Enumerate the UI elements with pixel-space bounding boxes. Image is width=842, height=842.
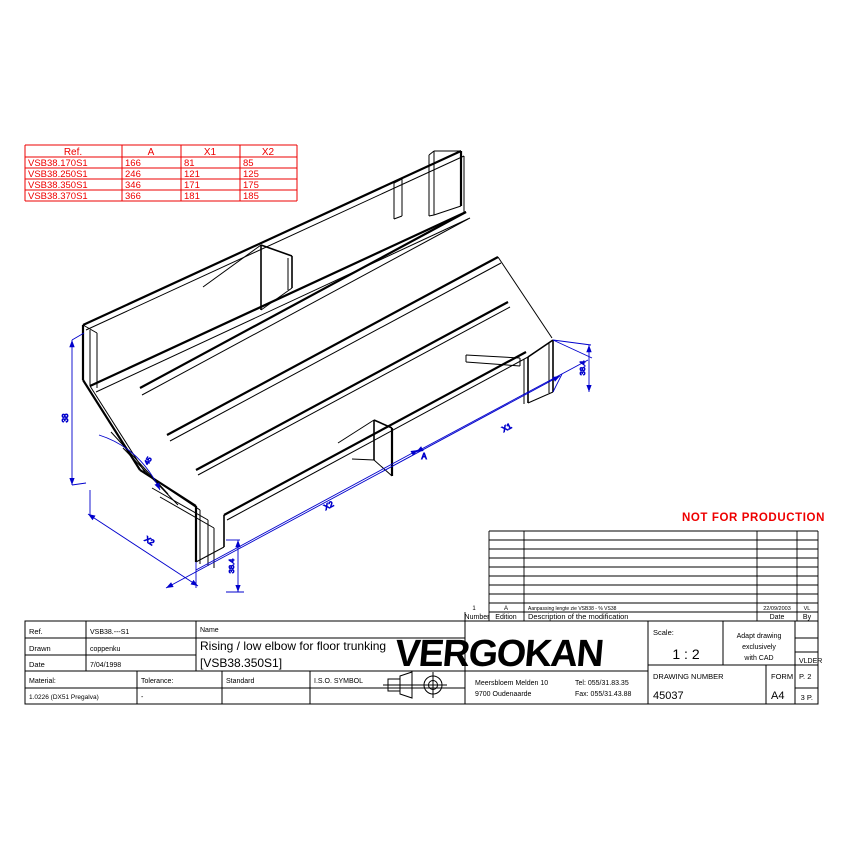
ref-table-header-x1: X1: [204, 147, 217, 158]
telephone: Tel: 055/31.83.35: [575, 680, 629, 687]
revision-by: VL: [804, 606, 811, 612]
ref-table-header-a: A: [148, 147, 155, 158]
rear-internal-divider: [393, 178, 403, 220]
form-label: FORM: [771, 672, 793, 681]
far-wall-left-end: [82, 324, 98, 388]
fax: Fax: 055/31.43.88: [575, 691, 632, 698]
title-block: [24, 620, 819, 705]
table-row: VSB38.350S1 346 171 175: [28, 180, 259, 191]
ref-table-header-ref: Ref.: [64, 147, 82, 158]
revision-date: 22/09/2003: [763, 606, 791, 612]
dimension-vertical-right: [552, 339, 592, 392]
far-side-wall: [81, 150, 471, 393]
not-for-production-warning: NOT FOR PRODUCTION: [682, 512, 825, 524]
form-value: A4: [771, 690, 784, 702]
material-label: Material:: [29, 678, 56, 685]
revision-edition: A: [504, 606, 508, 612]
name-label: Name: [200, 627, 219, 634]
ref-value: VSB38.---S1: [90, 629, 129, 636]
address-line-1: Meersbloem Melden 10: [475, 680, 548, 687]
dimension-label-38: 38: [61, 413, 70, 422]
tolerance-label: Tolerance:: [141, 678, 173, 685]
ref-label: Ref.: [29, 627, 43, 636]
dimension-label-384-right: 38.4: [578, 361, 587, 376]
page-total: 3 P.: [801, 693, 813, 702]
ref-cell: VSB38.370S1: [28, 191, 88, 202]
x1-cell: 81: [184, 158, 195, 169]
table-row: VSB38.370S1 366 181 185: [28, 191, 259, 202]
table-row: 1 A Aanpassing lengte zie VSB38 - % VS38…: [472, 606, 810, 612]
dimension-vertical-left: [69, 332, 87, 486]
revision-description: Aanpassing lengte zie VSB38 - % VS38: [528, 606, 617, 612]
ref-cell: VSB38.250S1: [28, 169, 88, 180]
x1-cell: 181: [184, 191, 200, 202]
material-value: 1.0226 (DX51 Pregalva): [29, 694, 99, 701]
dimension-label-384-left: 38.4: [227, 559, 236, 574]
drawing-number-value: 45037: [653, 690, 684, 702]
dimension-label-a: A: [421, 452, 427, 461]
rear-end-plate: [428, 150, 462, 217]
a-cell: 246: [125, 169, 141, 180]
scale-value: 1 : 2: [672, 646, 699, 662]
drawn-value: coppenku: [90, 646, 120, 653]
a-cell: 346: [125, 180, 141, 191]
mid-divider-plate: [202, 244, 293, 311]
dimension-right-x1: [415, 339, 593, 453]
page-current: P. 2: [799, 672, 811, 681]
x1-cell: 121: [184, 169, 200, 180]
drawing-number-label: DRAWING NUMBER: [653, 672, 724, 681]
tolerance-value: -: [141, 694, 144, 701]
part-name: Rising / low elbow for floor trunking: [200, 639, 386, 653]
company-logo: VERGOKAN: [393, 633, 604, 675]
cad-note-line-2: exclusively: [742, 644, 776, 651]
revision-table-header: Number Edition Description of the modifi…: [465, 612, 812, 621]
a-cell: 366: [125, 191, 141, 202]
revision-number: 1: [472, 606, 476, 612]
dimension-bottom-x2: [165, 373, 563, 589]
revision-header-number: Number: [465, 614, 491, 621]
reference-table: Ref. A X1 X2 VSB38.170S1 166 81 85 VSB38…: [24, 144, 298, 202]
ref-cell: VSB38.170S1: [28, 158, 88, 169]
revision-header-date: Date: [770, 614, 785, 621]
table-row: VSB38.170S1 166 81 85: [28, 158, 254, 169]
ref-table-header-x2: X2: [262, 147, 275, 158]
revision-header-edition: Edition: [495, 614, 517, 621]
iso-symbol-label: I.S.O. SYMBOL: [314, 678, 363, 685]
dimension-angle-arc: [98, 434, 161, 491]
drawn-label: Drawn: [29, 644, 51, 653]
revision-header-by: By: [803, 614, 812, 621]
dimension-bottom-a: [195, 449, 419, 571]
x1-cell: 171: [184, 180, 200, 191]
standard-label: Standard: [226, 678, 255, 685]
ref-cell: VSB38.350S1: [28, 180, 88, 191]
date-value: 7/04/1998: [90, 662, 121, 669]
cad-note-line-1: Adapt drawing: [737, 633, 782, 640]
revision-header-description: Description of the modification: [528, 612, 628, 621]
part-reference: [VSB38.350S1]: [200, 656, 282, 670]
cad-note-line-3: with CAD: [743, 655, 773, 662]
a-cell: 166: [125, 158, 141, 169]
checker-initials: VLDER: [799, 658, 822, 665]
x2-cell: 185: [243, 191, 259, 202]
scale-label: Scale:: [653, 628, 674, 637]
date-label: Date: [29, 660, 45, 669]
x2-cell: 125: [243, 169, 259, 180]
near-slot: [465, 354, 521, 367]
dimension-label-angle: 45: [144, 456, 154, 466]
table-row: VSB38.250S1 246 121 125: [28, 169, 259, 180]
x2-cell: 85: [243, 158, 254, 169]
address-line-2: 9700 Oudenaarde: [475, 691, 532, 698]
x2-cell: 175: [243, 180, 259, 191]
first-angle-projection-icon: [383, 671, 447, 699]
